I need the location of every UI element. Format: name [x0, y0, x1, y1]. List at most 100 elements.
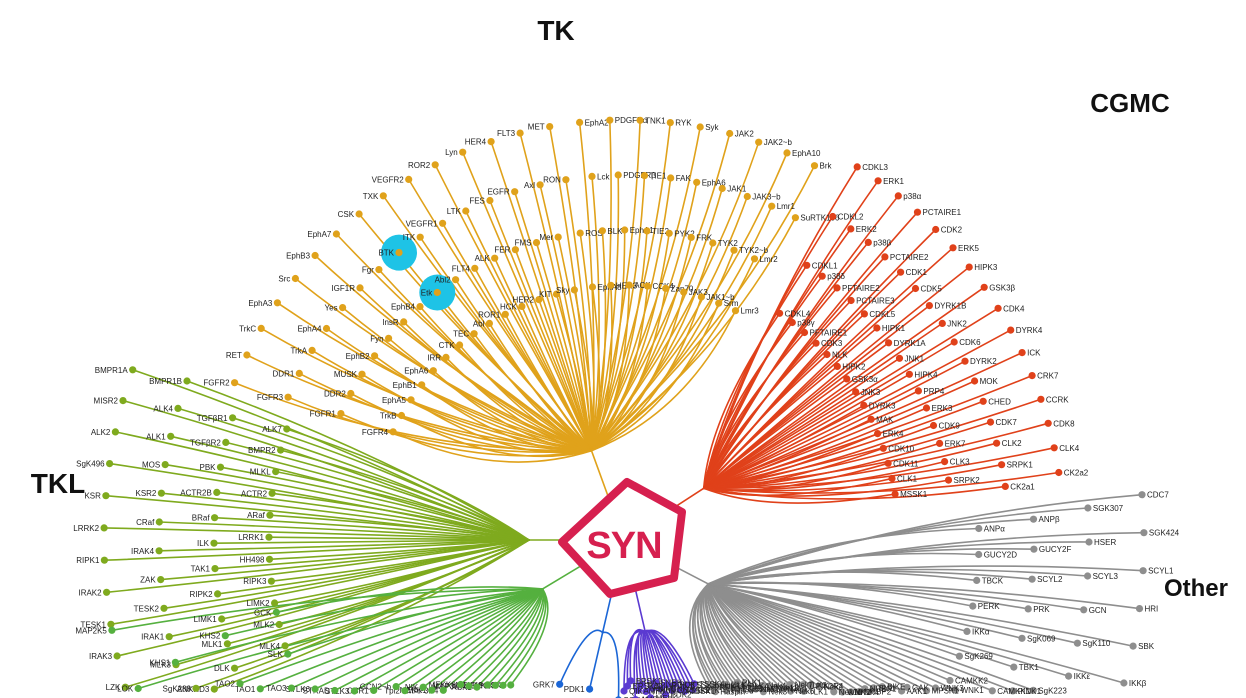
branch-line — [590, 249, 735, 452]
leaf-label: TLK1 — [809, 687, 829, 696]
branch-line — [468, 588, 544, 687]
leaf-label: IRR — [427, 353, 441, 362]
branch-line — [565, 178, 593, 452]
leaf-label: ROS — [585, 229, 602, 238]
leaf-label: TNK1 — [645, 116, 666, 125]
leaf-label: BRSK2 — [633, 682, 660, 691]
leaf-node — [810, 162, 819, 170]
leaf-node — [803, 261, 811, 269]
leaf-node — [532, 239, 541, 247]
leaf-node — [864, 238, 872, 246]
leaf-node — [395, 249, 403, 257]
leaf-label: JAK1 — [727, 185, 747, 194]
leaf-label: KSR — [84, 492, 101, 501]
leaf-node — [416, 303, 424, 311]
group-title-cgmc: CGMC — [1090, 88, 1170, 118]
leaf-label: TBK1 — [1019, 663, 1040, 672]
leaf-node — [938, 319, 946, 327]
leaf-label: MLK2 — [253, 621, 274, 630]
leaf-node — [103, 588, 111, 596]
leaf-node — [210, 685, 218, 693]
leaf-label: Nek11 — [775, 684, 798, 693]
leaf-label: CDK3 — [821, 339, 843, 348]
leaf-label: PLK4 — [749, 682, 769, 691]
leaf-label: KSR2 — [135, 489, 156, 498]
branch-line — [268, 539, 530, 561]
branch-line — [707, 583, 951, 682]
leaf-node — [634, 686, 643, 694]
leaf-node — [898, 687, 906, 695]
leaf-node — [418, 381, 426, 389]
branch-line — [590, 141, 760, 452]
leaf-label: DYRK4 — [1016, 326, 1043, 335]
leaf-node — [662, 284, 670, 292]
leaf-node — [331, 686, 339, 695]
branch-line — [273, 539, 530, 604]
leaf-node — [969, 602, 977, 610]
leaf-label: FLT3 — [497, 129, 516, 138]
leaf-label: TESK1 — [81, 620, 107, 629]
leaf-node — [812, 339, 820, 347]
leaf-node — [905, 370, 914, 378]
branch-line — [707, 581, 974, 607]
leaf-node — [113, 652, 121, 660]
branch-line — [590, 175, 600, 452]
leaf-label: HIPK1 — [882, 324, 906, 333]
center-logo: SYN — [558, 478, 686, 598]
leaf-node — [231, 664, 239, 672]
leaf-label: KHS1 — [149, 658, 170, 667]
leaf-node — [729, 684, 737, 692]
leaf-label: GUCY2F — [1039, 545, 1072, 554]
branch-line — [702, 287, 838, 490]
branch-line — [702, 471, 1060, 494]
leaf-node — [452, 276, 460, 284]
leaf-label: GCN — [1089, 606, 1107, 615]
leaf-node — [1120, 679, 1128, 687]
leaf-label: CDK9 — [939, 422, 961, 431]
leaf-label: SgK223 — [1038, 686, 1067, 695]
branch-line — [590, 132, 731, 452]
leaf-label: MAP3K7 — [432, 682, 464, 691]
leaf-label: Nek8 — [780, 683, 799, 692]
branch-line — [353, 588, 544, 692]
leaf-node — [1085, 538, 1093, 546]
leaf-label: EphA6 — [404, 367, 429, 376]
leaf-label: Abl — [473, 319, 485, 328]
leaf-label: SuRTK106 — [800, 214, 840, 223]
leaf-label: MET — [528, 123, 545, 132]
leaf-node — [311, 251, 319, 260]
leaf-node — [944, 476, 953, 484]
leaf-node — [932, 684, 940, 692]
leaf-label: DYRK2 — [970, 357, 997, 366]
leaf-node — [649, 684, 657, 692]
leaf-node — [680, 288, 688, 296]
leaf-label: EphA1 — [630, 226, 655, 235]
leaf-label: JAK3 — [689, 288, 709, 297]
branch-line — [707, 583, 937, 689]
leaf-node — [155, 547, 163, 555]
leaf-label: PLK1 — [742, 679, 762, 688]
branch-line — [548, 125, 593, 452]
branch-line — [372, 588, 544, 692]
leaf-node — [620, 687, 628, 695]
leaf-node — [690, 680, 698, 688]
leaf-node — [337, 410, 345, 418]
leaf-label: IRAK4 — [131, 547, 155, 556]
branch-line — [131, 369, 530, 541]
leaf-label: Lmr2 — [760, 255, 779, 264]
leaf-node — [268, 489, 276, 497]
leaf-label: p38β — [873, 238, 891, 247]
branch-line — [488, 322, 593, 452]
leaf-label: TSSK4 — [699, 680, 725, 689]
leaf-node — [709, 239, 717, 247]
leaf-label: IKKα — [972, 627, 990, 636]
branch-line — [702, 360, 966, 490]
leaf-node — [932, 225, 940, 234]
leaf-node — [788, 318, 796, 327]
branch-line — [590, 119, 641, 452]
leaf-label: CHED — [988, 397, 1011, 406]
leaf-node — [439, 219, 447, 227]
leaf-label: SgK069 — [1027, 634, 1056, 643]
leaf-node — [121, 683, 129, 691]
branch-line — [707, 583, 852, 693]
